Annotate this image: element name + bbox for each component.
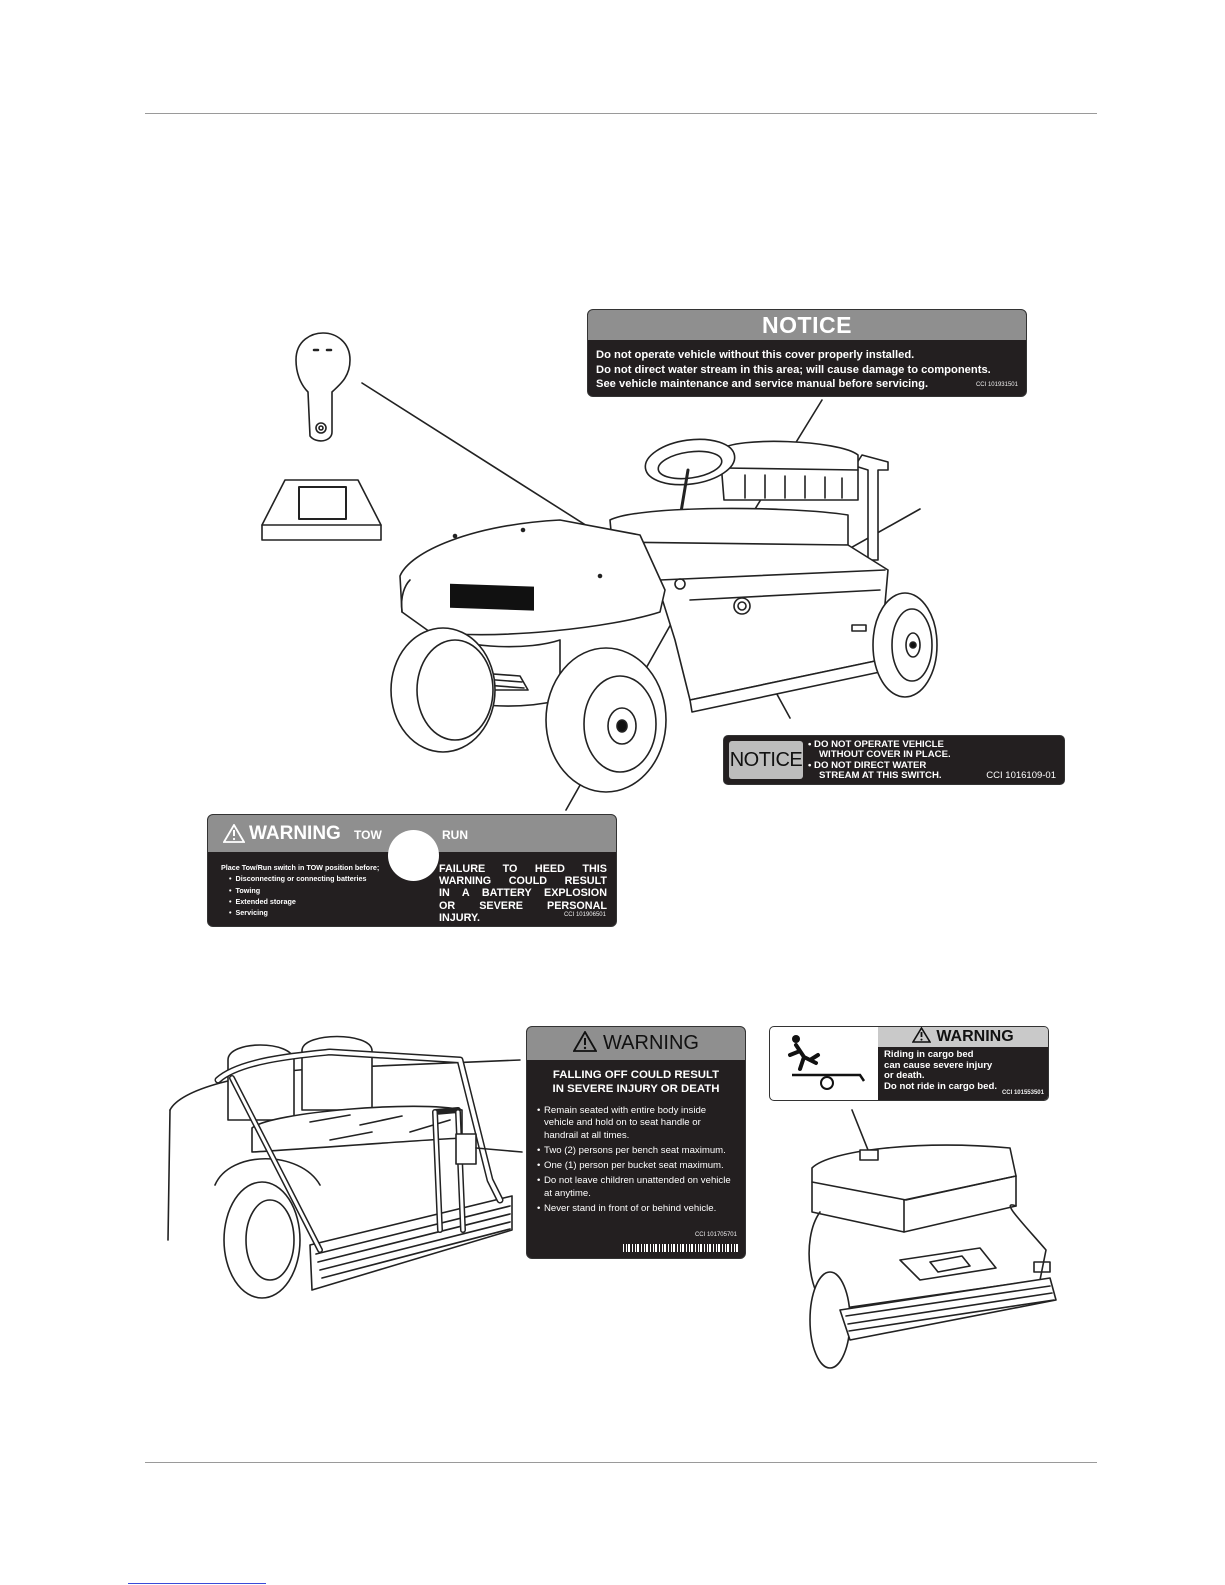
switch-hole [388,830,439,881]
warning-tow-item: • Servicing [229,908,268,918]
warning-icon [572,1029,598,1057]
warning-seat-title-1: FALLING OFF COULD RESULT [552,1069,720,1081]
tow-run-switch-handle-icon [295,332,351,442]
notice-cover-header: NOTICE [588,310,1026,340]
warning-seat-header: WARNING [603,1032,699,1054]
warning-seat-code: CCI 101705701 [694,1232,737,1238]
warning-cargo-line-1: Riding in cargo bed [884,1049,974,1060]
notice-switch-line-1: • DO NOT OPERATE VEHICLE [808,739,944,750]
warning-cargo-code: CCI 101553501 [1001,1090,1044,1097]
bottom-rule [145,1462,1097,1463]
warning-seat-item: •Two (2) persons per bench seat maximum. [537,1144,726,1156]
warning-tow-code: CCI 101906501 [563,912,606,918]
notice-switch-header: NOTICE [729,748,803,771]
warning-seat-item: •One (1) person per bucket seat maximum. [537,1160,724,1172]
barcode [623,1244,738,1252]
warning-icon [222,823,246,848]
warning-cargo-line-3: or death. [884,1070,925,1082]
rear-seat-drawing [167,1035,523,1299]
warning-tow-consequence-4: OR SEVERE PERSONAL [439,899,607,912]
warning-seat-decal: WARNING FALLING OFF COULD RESULT IN SEVE… [526,1026,746,1259]
warning-seat-title-2: IN SEVERE INJURY OR DEATH [552,1082,720,1095]
warning-seat-item: •Never stand in front of or behind vehic… [537,1203,717,1215]
warning-cargo-line-4: Do not ride in cargo bed. [884,1080,997,1092]
notice-switch-decal: NOTICE • DO NOT OPERATE VEHICLE WITHOUT … [723,735,1065,785]
footer-link-underline [128,1583,266,1584]
warning-seat-item: •Remain seated with entire body inside v… [537,1105,707,1141]
warning-cargo-line-2: can cause severe injury [884,1059,993,1071]
warning-tow-consequence-1: FAILURE TO HEED THIS [439,863,607,875]
notice-cover-decal: NOTICE Do not operate vehicle without th… [587,309,1027,397]
notice-switch-header-box: NOTICE [729,741,803,779]
warning-seat-item: •Do not leave children unattended on veh… [537,1175,731,1199]
tow-label: TOW [354,828,382,842]
warning-tow-item: • Disconnecting or connecting batteries [229,874,367,884]
warning-tow-item: • Towing [229,885,261,895]
notice-cover-line-3: See vehicle maintenance and service manu… [596,378,929,390]
warning-tow-header: WARNING [249,823,341,844]
warning-cargo-header: WARNING [936,1028,1014,1045]
switch-cover-icon [261,479,382,541]
notice-cover-line-1: Do not operate vehicle without this cove… [596,349,915,361]
notice-switch-line-2: WITHOUT COVER IN PLACE. [819,749,951,761]
notice-cover-code: CCI 101931501 [975,382,1018,388]
notice-switch-code: CCI 1016109-01 [986,769,1056,781]
cargo-bed-drawing [808,1109,1057,1369]
warning-cargo-decal: WARNING Riding in cargo bed can cause se… [769,1026,1049,1101]
warning-tow-consequence-5: INJURY. [439,911,480,924]
run-label: RUN [442,828,468,842]
warning-tow-run-decal: WARNING TOW RUN Place Tow/Run switch in … [207,814,617,927]
warning-icon [911,1027,932,1048]
notice-switch-line-4: STREAM AT THIS SWITCH. [819,770,942,782]
golf-cart-drawing [390,438,938,793]
warning-tow-consequence-3: IN A BATTERY EXPLOSION [439,887,607,900]
person-falling-from-cargo-bed-icon [770,1027,878,1100]
warning-tow-consequence-2: WARNING COULD RESULT [439,875,607,888]
notice-cover-line-2: Do not direct water stream in this area;… [596,363,991,376]
notice-switch-line-3: • DO NOT DIRECT WATER [808,759,927,771]
top-rule [145,113,1097,114]
warning-tow-intro: Place Tow/Run switch in TOW position bef… [221,863,380,872]
warning-tow-item: • Extended storage [229,896,296,906]
